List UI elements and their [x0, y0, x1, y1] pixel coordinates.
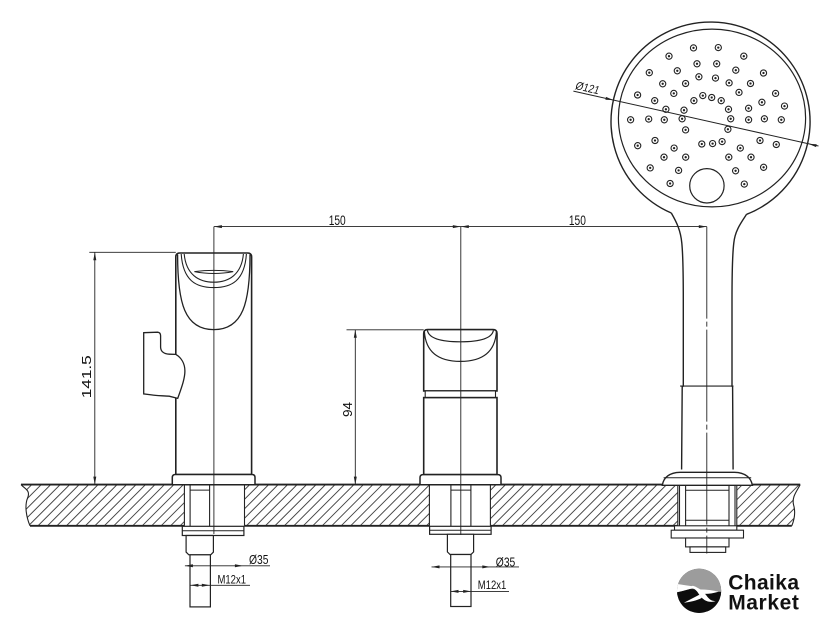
svg-text:150: 150: [569, 213, 586, 228]
svg-text:Ø35: Ø35: [249, 553, 269, 567]
svg-text:Ø121: Ø121: [573, 81, 601, 98]
svg-text:94: 94: [341, 402, 355, 417]
svg-text:141.5: 141.5: [80, 355, 94, 398]
svg-text:Market: Market: [728, 592, 799, 615]
svg-text:M12x1: M12x1: [478, 580, 507, 592]
svg-text:150: 150: [329, 213, 346, 228]
svg-text:Chaika: Chaika: [728, 571, 799, 594]
svg-text:Ø35: Ø35: [496, 555, 516, 569]
svg-text:M12x1: M12x1: [218, 574, 247, 586]
